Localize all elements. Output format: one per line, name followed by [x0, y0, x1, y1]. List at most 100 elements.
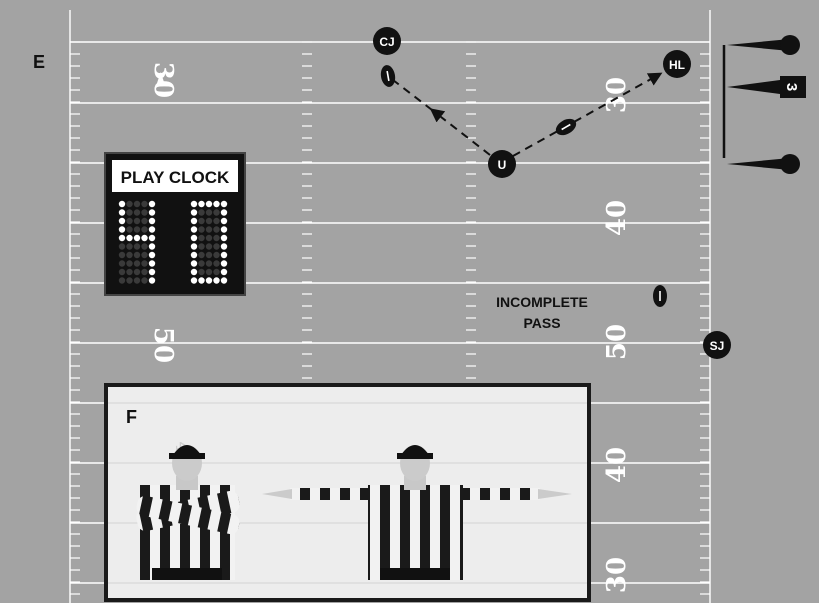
clock-dot	[149, 260, 155, 266]
clock-dot	[134, 243, 140, 249]
down-marker-number: 3	[783, 83, 800, 91]
clock-dot	[141, 218, 147, 224]
clock-dot	[213, 226, 219, 232]
diagram-letter: E	[33, 52, 45, 72]
clock-dot	[126, 277, 132, 283]
official-hl-label: HL	[669, 58, 685, 72]
signal-inset: 40 F	[106, 385, 589, 600]
clock-dot	[149, 269, 155, 275]
clock-dot	[191, 201, 197, 207]
clock-dot	[213, 252, 219, 258]
official-sj-label: SJ	[710, 339, 725, 353]
clock-dot	[141, 226, 147, 232]
clock-dot	[149, 226, 155, 232]
clock-dot	[221, 201, 227, 207]
clock-dot	[191, 218, 197, 224]
play-clock: PLAY CLOCK	[105, 153, 245, 295]
clock-dot	[191, 235, 197, 241]
clock-dot	[149, 277, 155, 283]
official-u-label: U	[498, 158, 507, 172]
clock-dot	[149, 209, 155, 215]
official-cj: CJ	[373, 27, 401, 55]
clock-dot	[191, 269, 197, 275]
clock-dot	[119, 209, 125, 215]
official-sj: SJ	[703, 331, 731, 359]
clock-dot	[134, 252, 140, 258]
clock-dot	[206, 252, 212, 258]
official-u: U	[488, 150, 516, 178]
football-icon	[653, 285, 667, 307]
clock-dot	[141, 201, 147, 207]
clock-dot	[206, 277, 212, 283]
clock-dot	[198, 260, 204, 266]
clock-dot	[126, 226, 132, 232]
clock-dot	[141, 252, 147, 258]
clock-dot	[141, 235, 147, 241]
clock-dot	[134, 277, 140, 283]
field-number-arrow-left: ◄	[151, 72, 172, 86]
inset-letter: F	[126, 407, 137, 427]
clock-dot	[206, 226, 212, 232]
clock-dot	[141, 269, 147, 275]
field-number-right-low-40: 40	[602, 447, 632, 483]
clock-dot	[149, 235, 155, 241]
clock-dot	[134, 201, 140, 207]
clock-dot	[213, 209, 219, 215]
clock-dot	[198, 226, 204, 232]
incomplete-pass-line1: INCOMPLETE	[496, 294, 588, 310]
field-number-right-30: 30	[602, 77, 632, 113]
clock-dot	[126, 260, 132, 266]
clock-dot	[126, 235, 132, 241]
clock-dot	[221, 235, 227, 241]
clock-dot	[119, 243, 125, 249]
clock-dot	[213, 260, 219, 266]
clock-dot	[191, 252, 197, 258]
clock-dot	[126, 209, 132, 215]
clock-dot	[206, 201, 212, 207]
clock-dot	[141, 209, 147, 215]
clock-dot	[119, 201, 125, 207]
clock-dot	[126, 218, 132, 224]
clock-dot	[221, 269, 227, 275]
clock-dot	[149, 252, 155, 258]
clock-dot	[191, 243, 197, 249]
clock-dot	[134, 260, 140, 266]
clock-dot	[206, 218, 212, 224]
clock-dot	[119, 277, 125, 283]
clock-dot	[221, 260, 227, 266]
clock-dot	[141, 243, 147, 249]
clock-dot	[134, 218, 140, 224]
clock-dot	[206, 260, 212, 266]
clock-dot	[198, 201, 204, 207]
clock-dot	[134, 209, 140, 215]
clock-dot	[141, 260, 147, 266]
clock-dot	[149, 243, 155, 249]
clock-dot	[134, 226, 140, 232]
clock-dot	[198, 218, 204, 224]
clock-dot	[126, 243, 132, 249]
clock-dot	[119, 269, 125, 275]
clock-dot	[191, 209, 197, 215]
field-number-left-50: 50	[148, 327, 178, 363]
clock-dot	[119, 260, 125, 266]
clock-dot	[191, 226, 197, 232]
clock-dot	[191, 277, 197, 283]
clock-dot	[213, 269, 219, 275]
clock-dot	[126, 252, 132, 258]
clock-dot	[191, 260, 197, 266]
clock-dot	[119, 226, 125, 232]
clock-dot	[198, 269, 204, 275]
clock-dot	[198, 209, 204, 215]
clock-dot	[141, 277, 147, 283]
clock-dot	[198, 252, 204, 258]
clock-dot	[198, 235, 204, 241]
clock-dot	[198, 277, 204, 283]
field-number-right-bottom-30: 30	[602, 557, 632, 593]
clock-dot	[198, 243, 204, 249]
clock-dot	[206, 235, 212, 241]
clock-dot	[221, 243, 227, 249]
clock-dot	[213, 218, 219, 224]
clock-dot	[221, 252, 227, 258]
